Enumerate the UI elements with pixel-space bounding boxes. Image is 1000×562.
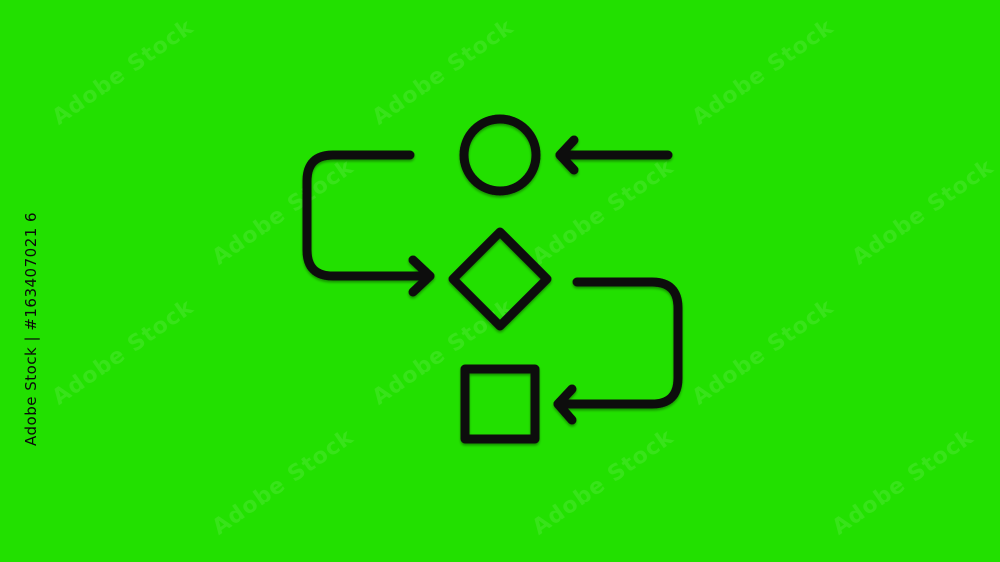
start-circle-node [459,114,541,196]
arrow-right-icon [302,150,435,297]
arrow-left-icon [555,135,673,175]
process-square-node [460,364,540,444]
decision-diamond-node [448,227,552,331]
arrow-left-icon [553,277,683,425]
stock-id-label: Adobe Stock | #163407021 6 [22,211,40,446]
